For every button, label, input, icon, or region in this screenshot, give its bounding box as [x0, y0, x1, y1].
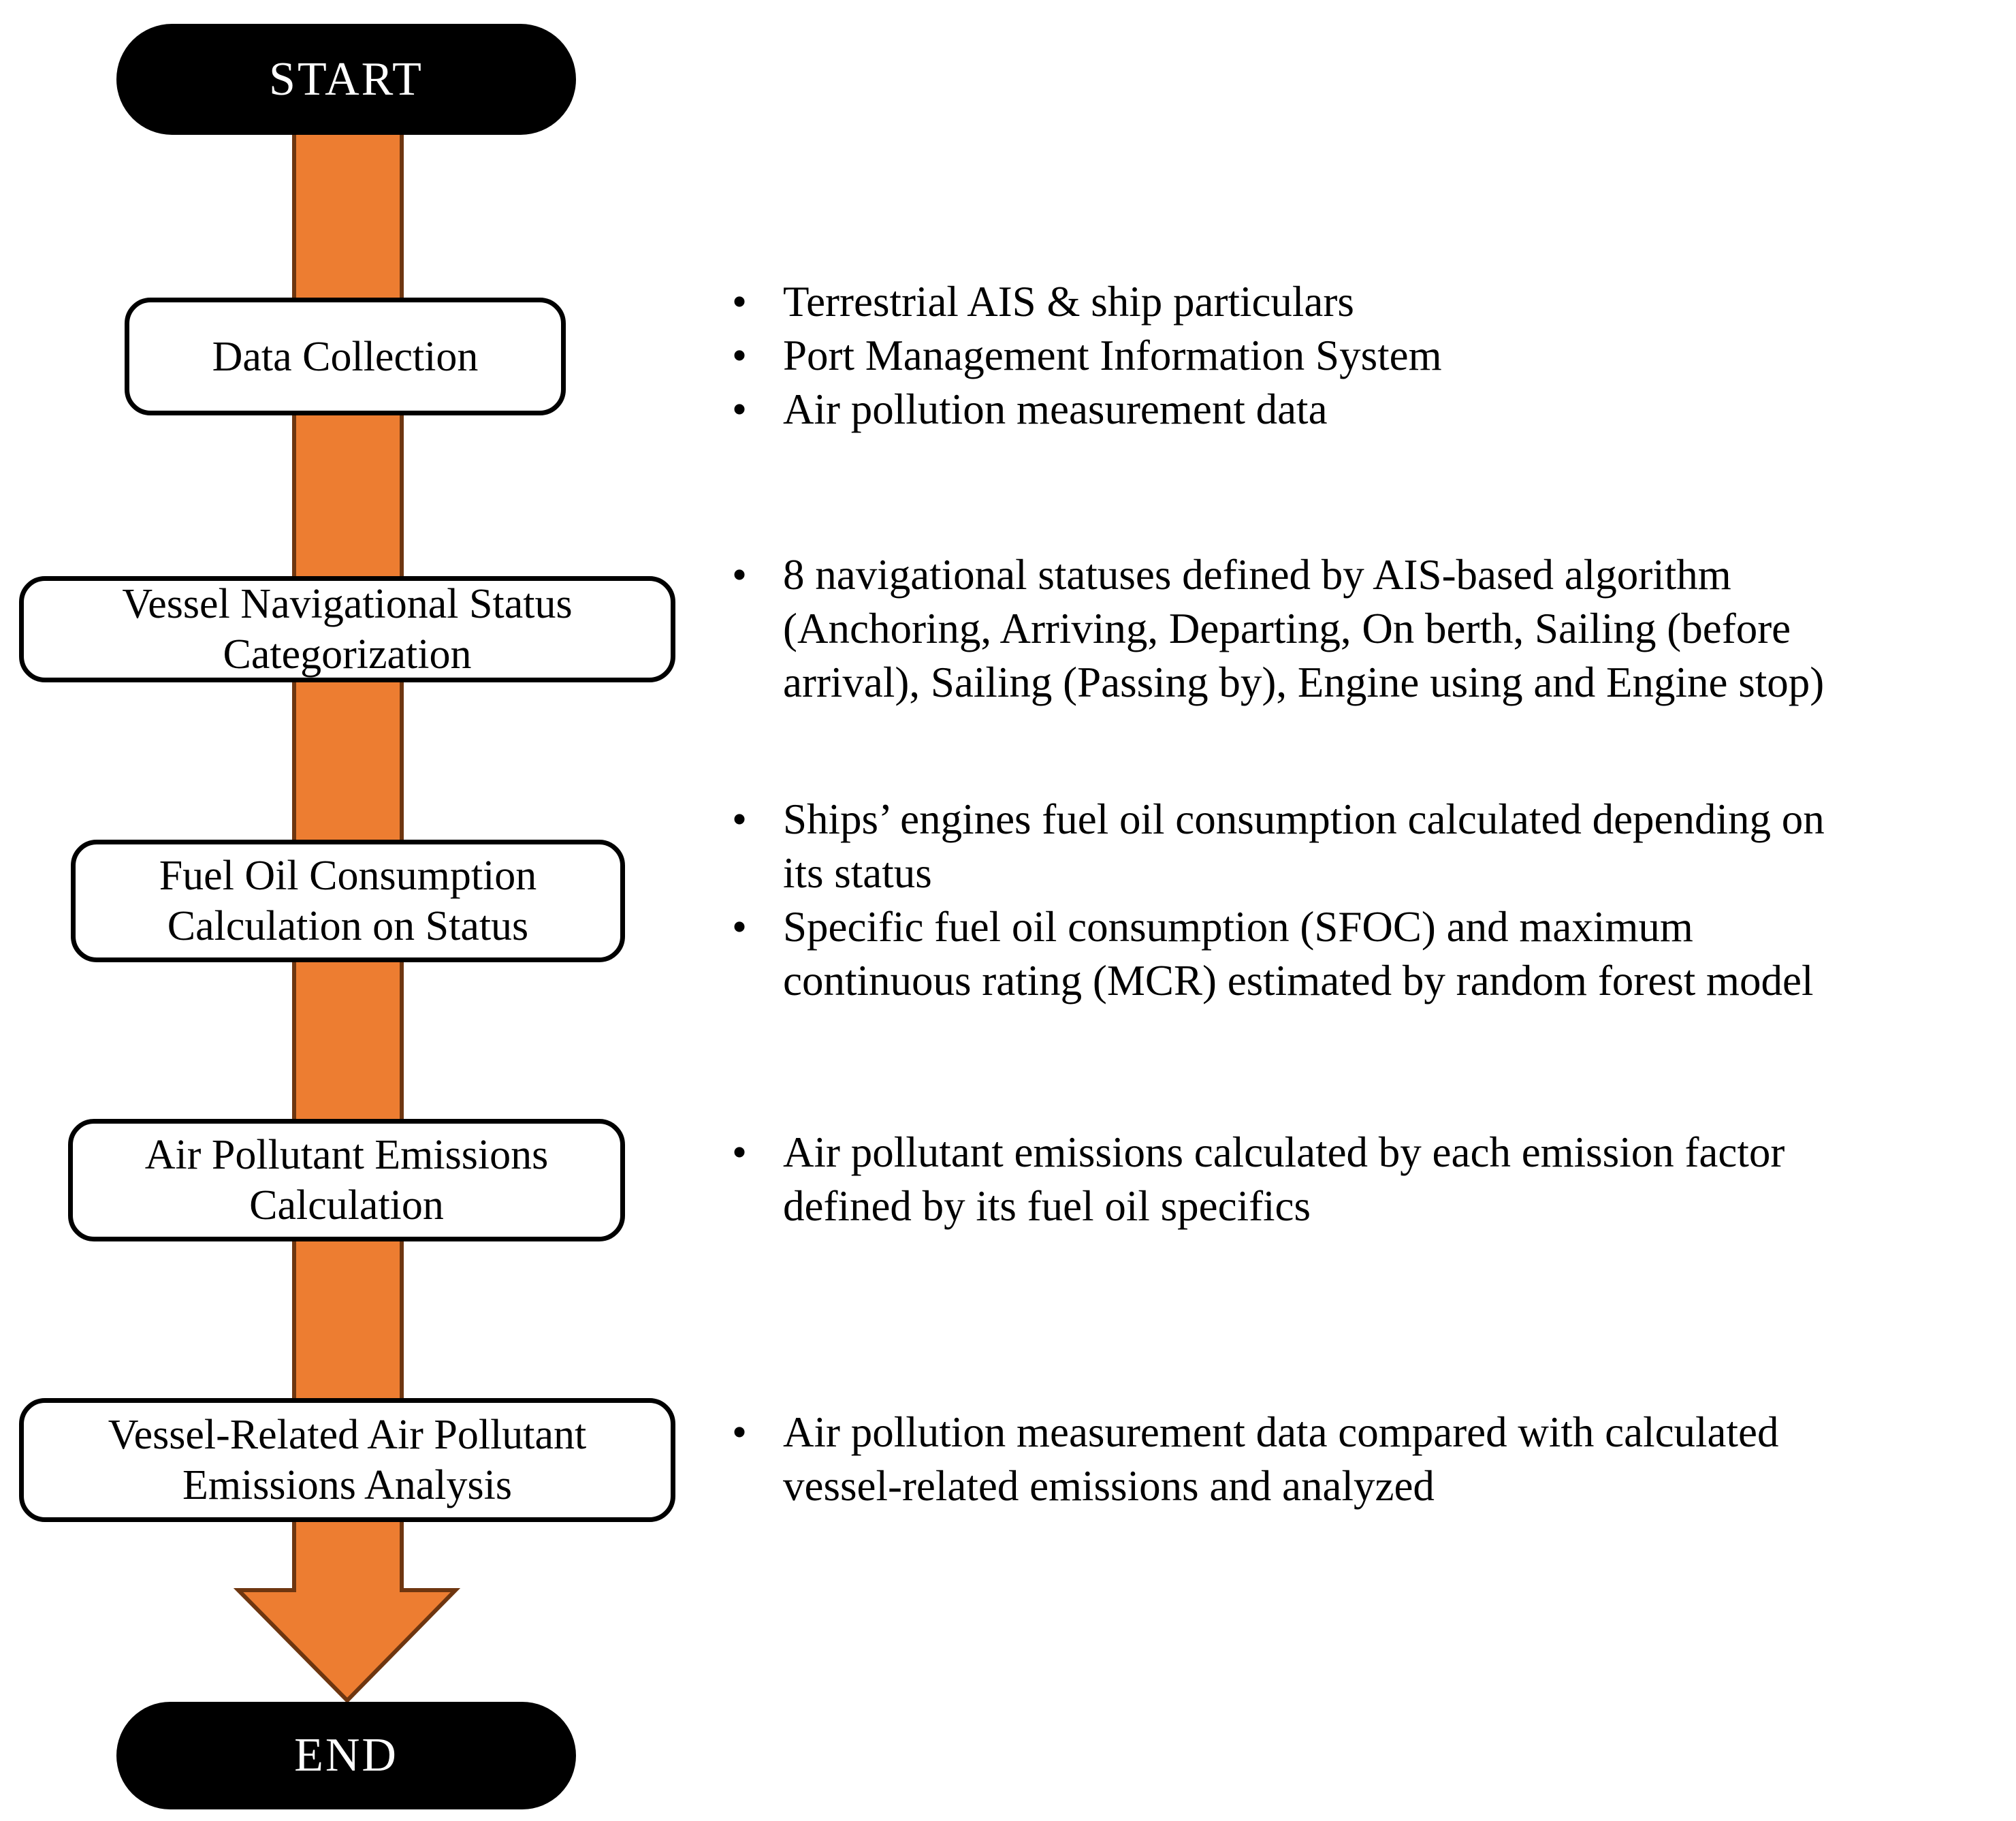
note-item: • Air pollution measurement data compare…	[732, 1406, 2005, 1513]
note-line: its status	[783, 849, 932, 897]
step-label-line: Data Collection	[212, 333, 479, 380]
bullet-icon: •	[732, 278, 748, 326]
note-line: vessel-related emissions and analyzed	[783, 1462, 1435, 1510]
step-label-line: Calculation	[249, 1182, 444, 1229]
note-line: Air pollutant emissions calculated by ea…	[783, 1128, 1785, 1176]
note-line: Air pollution measurement data compared …	[783, 1408, 1779, 1456]
note-item: • Ships’ engines fuel oil consumption ca…	[732, 793, 2005, 900]
step-label-line: Vessel-Related Air Pollutant	[108, 1412, 587, 1458]
note-group-navigational-status: • 8 navigational statuses defined by AIS…	[732, 548, 2005, 710]
step-label-line: Air Pollutant Emissions	[144, 1132, 549, 1178]
note-line: Terrestrial AIS & ship particulars	[783, 278, 1354, 326]
start-label: START	[269, 52, 423, 106]
note-item: • Specific fuel oil consumption (SFOC) a…	[732, 900, 2005, 1008]
step-box-air-pollutant-emissions: Air Pollutant Emissions Calculation	[68, 1119, 625, 1241]
step-label-line: Fuel Oil Consumption	[159, 853, 537, 899]
note-group-emissions-calculation: • Air pollutant emissions calculated by …	[732, 1126, 2005, 1233]
note-item: • Air pollutant emissions calculated by …	[732, 1126, 2005, 1233]
note-line: (Anchoring, Arriving, Departing, On bert…	[783, 605, 1791, 652]
note-item: • Air pollution measurement data	[732, 383, 2005, 437]
step-box-data-collection: Data Collection	[125, 298, 566, 415]
note-line: Ships’ engines fuel oil consumption calc…	[783, 795, 1825, 843]
step-label-line: Emissions Analysis	[182, 1462, 512, 1508]
note-group-data-collection: • Terrestrial AIS & ship particulars • P…	[732, 275, 2005, 437]
step-box-fuel-oil-consumption: Fuel Oil Consumption Calculation on Stat…	[71, 840, 625, 962]
note-line: continuous rating (MCR) estimated by ran…	[783, 957, 1814, 1004]
step-box-vessel-navigational-status: Vessel Navigational Status Categorizatio…	[19, 576, 675, 682]
note-group-emissions-analysis: • Air pollution measurement data compare…	[732, 1406, 2005, 1513]
note-line: Port Management Information System	[783, 332, 1442, 379]
note-line: 8 navigational statuses defined by AIS-b…	[783, 551, 1731, 599]
bullet-icon: •	[732, 1408, 748, 1456]
note-item: • 8 navigational statuses defined by AIS…	[732, 548, 2005, 710]
note-line: Specific fuel oil consumption (SFOC) and…	[783, 903, 1693, 951]
note-item: • Port Management Information System	[732, 329, 2005, 383]
end-node: END	[116, 1702, 576, 1809]
note-line: Air pollution measurement data	[783, 385, 1328, 433]
bullet-icon: •	[732, 332, 748, 379]
note-line: defined by its fuel oil specifics	[783, 1182, 1311, 1230]
step-label-line: Calculation on Status	[167, 903, 529, 949]
bullet-icon: •	[732, 385, 748, 433]
bullet-icon: •	[732, 795, 748, 843]
note-line: arrival), Sailing (Passing by), Engine u…	[783, 659, 1825, 706]
bullet-icon: •	[732, 903, 748, 951]
end-label: END	[294, 1729, 398, 1782]
bullet-icon: •	[732, 1128, 748, 1176]
step-box-vessel-related-analysis: Vessel-Related Air Pollutant Emissions A…	[19, 1398, 675, 1522]
bullet-icon: •	[732, 551, 748, 599]
start-node: START	[116, 24, 576, 135]
step-label-line: Vessel Navigational Status	[122, 581, 573, 627]
note-item: • Terrestrial AIS & ship particulars	[732, 275, 2005, 329]
note-group-fuel-oil: • Ships’ engines fuel oil consumption ca…	[732, 793, 2005, 1008]
step-label-line: Categorization	[223, 631, 472, 678]
